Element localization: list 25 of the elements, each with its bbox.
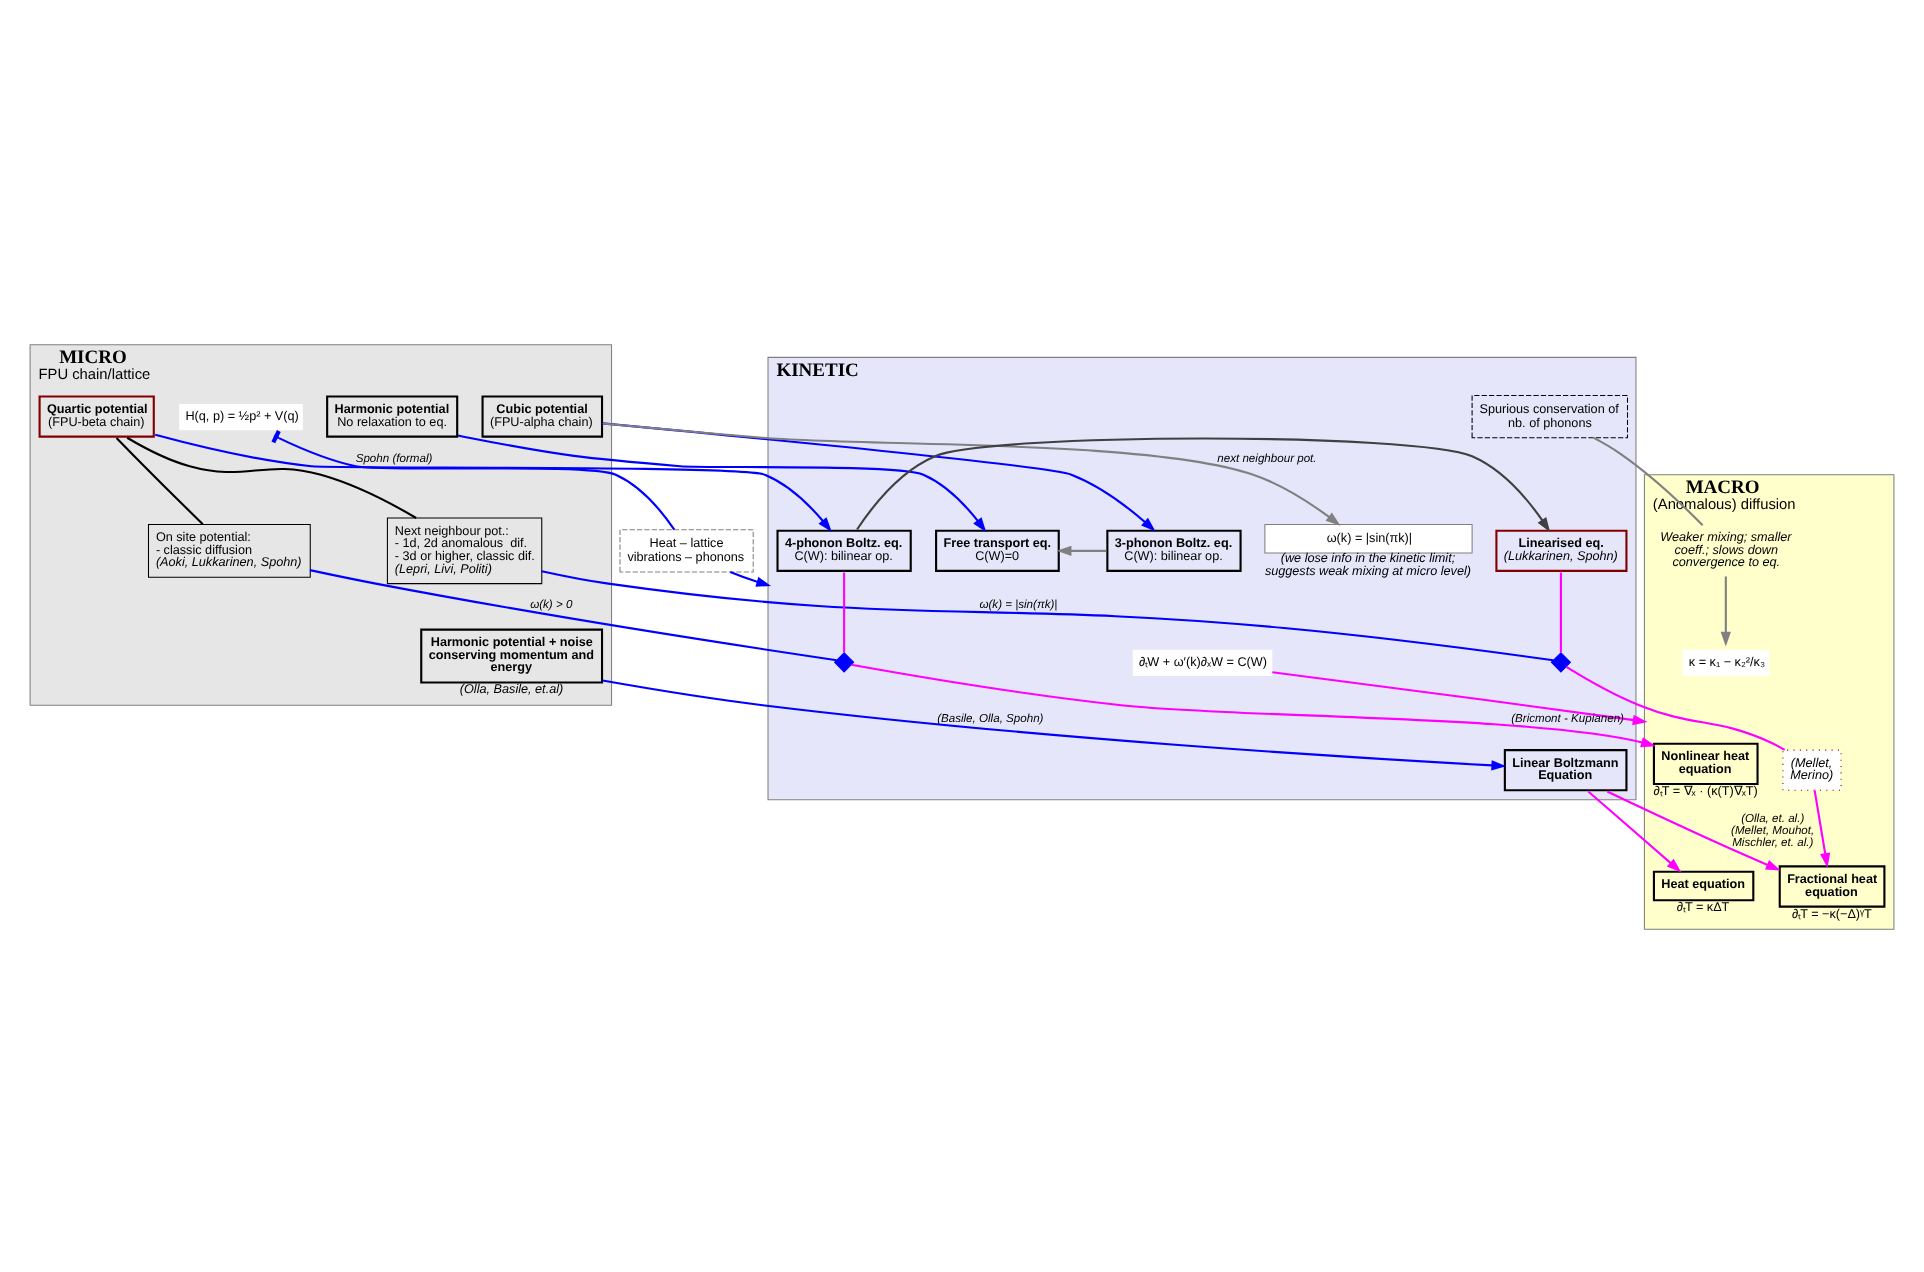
connector [271,429,676,530]
connector [1565,665,1786,750]
arrow [729,570,772,586]
arrow [1720,575,1731,646]
arrow [1587,789,1682,872]
arrow [856,436,1551,532]
arrow [1606,789,1781,870]
arrow [602,421,1341,525]
node-diamond [1550,651,1572,672]
arrow [457,433,987,532]
arrow [851,662,1656,747]
arrow [1813,789,1831,867]
connector [126,435,417,518]
connector [1593,435,1704,525]
arrow [1056,544,1107,556]
arrow [155,432,832,531]
connector [115,436,204,525]
connector [843,571,846,652]
connector [541,569,1554,661]
node-diamond [833,651,855,672]
arrow [602,421,1156,531]
connector [309,568,837,661]
arrow [1272,670,1648,725]
connector [1559,571,1562,652]
arrow [602,678,1507,770]
